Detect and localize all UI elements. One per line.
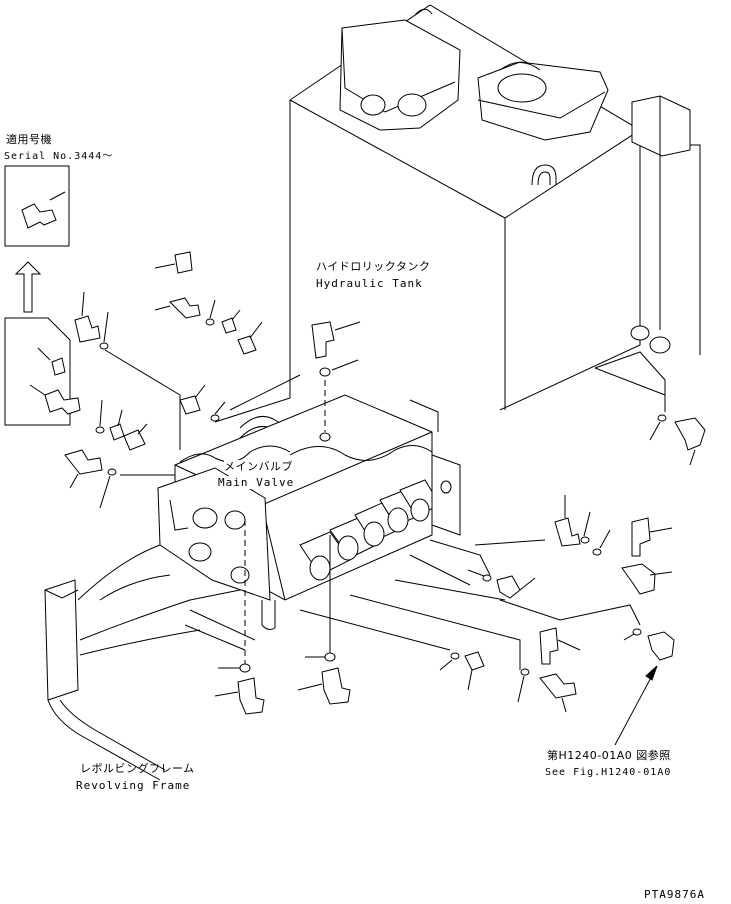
- hydraulic-tank-label-en: Hydraulic Tank: [316, 277, 423, 290]
- drawing-code: PTA9876A: [644, 888, 705, 901]
- serial-inset-box: [4, 165, 70, 247]
- hydraulic-tank-label-jp: ハイドロリックタンク: [316, 260, 431, 273]
- revolving-frame: [44, 544, 256, 781]
- hydraulic-tank: [239, 4, 701, 439]
- figure-reference-en: See Fig.H1240-01A0: [545, 767, 672, 778]
- figure-reference-jp: 第H1240-01A0 図参照: [547, 749, 671, 762]
- main-valve: [157, 394, 461, 630]
- fittings: [64, 251, 706, 746]
- revolving-frame-label-en: Revolving Frame: [76, 779, 191, 792]
- serial-label-jp: 適用号機: [6, 133, 52, 146]
- serial-label-en: Serial No.3444～: [4, 151, 114, 162]
- main-valve-label-en: Main Valve: [218, 476, 295, 489]
- up-arrow: [14, 261, 42, 313]
- old-parts-inset-box: [4, 317, 81, 426]
- main-valve-label-jp: メインバルブ: [224, 460, 293, 473]
- revolving-frame-label-jp: レボルビングフレーム: [80, 762, 195, 775]
- valve-spool-caps: [299, 479, 441, 581]
